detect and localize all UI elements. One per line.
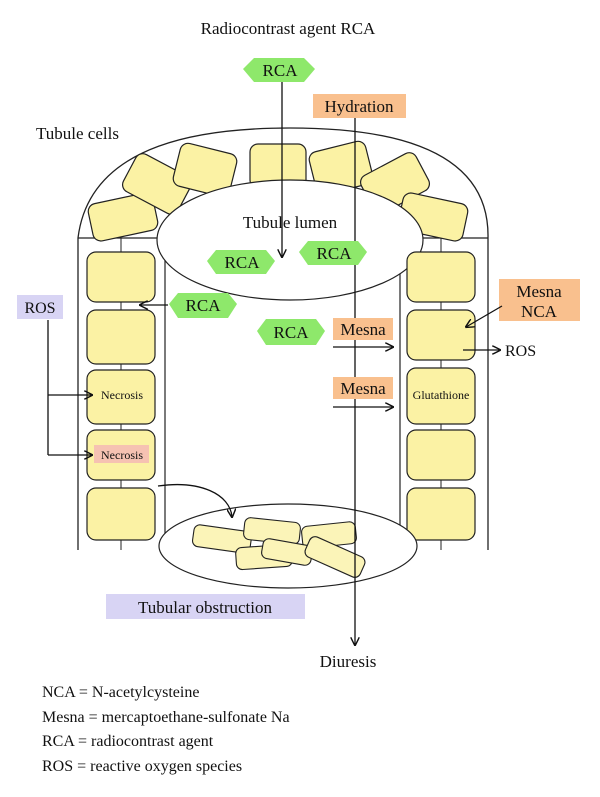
rca-badge-lumen-left: RCA [207, 250, 275, 274]
left-cell [86, 251, 156, 303]
mesna-label-2: Mesna [340, 379, 386, 398]
svg-text:RCA: RCA [317, 244, 353, 263]
mesna-nca-label-2: NCA [521, 302, 558, 321]
legend-item: ROS = reactive oxygen species [42, 757, 243, 775]
mesna-nca-box [499, 279, 580, 321]
right-cell [406, 429, 476, 481]
svg-text:RCA: RCA [274, 323, 310, 342]
tubular-casts [191, 517, 366, 578]
rca-badge-lumen-right: RCA [299, 241, 367, 265]
diagram-title: Radiocontrast agent RCA [201, 19, 376, 38]
diuresis-label: Diuresis [320, 652, 377, 671]
legend-item: RCA = radiocontrast agent [42, 733, 214, 750]
svg-text:RCA: RCA [186, 296, 222, 315]
mesna-nca-label-1: Mesna [516, 282, 562, 301]
svg-text:RCA: RCA [263, 61, 299, 80]
glutathione-label: Glutathione [413, 388, 470, 402]
necrosis-label-1: Necrosis [101, 388, 143, 402]
tubule-lumen [156, 179, 424, 301]
rca-badge-left-cell: RCA [169, 293, 237, 318]
ros-label-right: ROS [505, 343, 536, 360]
mesna-label-1: Mesna [340, 320, 386, 339]
necrosis-label-2: Necrosis [101, 448, 143, 462]
ros-box-left [17, 295, 63, 319]
right-cell-column [406, 238, 476, 550]
rca-badge-center: RCA [257, 319, 325, 345]
mesna-box-2 [333, 377, 393, 399]
left-cell-column [86, 238, 156, 550]
svg-text:RCA: RCA [225, 253, 261, 272]
arch-cell [87, 192, 159, 242]
right-cell [406, 487, 476, 541]
tubular-obstruction-box [106, 594, 305, 619]
tubule-wall-outline [77, 127, 489, 550]
left-cell [86, 487, 156, 541]
mesna-nca-arrow [466, 305, 503, 327]
rca-badge-top: RCA [243, 58, 315, 82]
tubular-obstruction-label: Tubular obstruction [138, 598, 272, 617]
right-cell [406, 309, 476, 361]
tubule-cells-label: Tubule cells [36, 124, 119, 143]
arch-cell [121, 153, 193, 215]
ros-label-left: ROS [24, 300, 55, 317]
legend-item: Mesna = mercaptoethane-sulfonate Na [42, 708, 290, 726]
arch-cell [172, 142, 238, 198]
necrosis-highlight [94, 445, 149, 463]
hydration-box [313, 94, 406, 118]
cell-to-obstruction-arrow [157, 484, 232, 517]
legend-item: NCA = N-acetylcysteine [42, 684, 200, 701]
right-cell [406, 251, 476, 303]
legend: NCA = N-acetylcysteine Mesna = mercaptoe… [42, 681, 290, 779]
hydration-label: Hydration [325, 97, 394, 116]
tubule-lumen-label: Tubule lumen [243, 213, 338, 232]
left-cell [86, 309, 156, 365]
mesna-box-1 [333, 318, 393, 340]
